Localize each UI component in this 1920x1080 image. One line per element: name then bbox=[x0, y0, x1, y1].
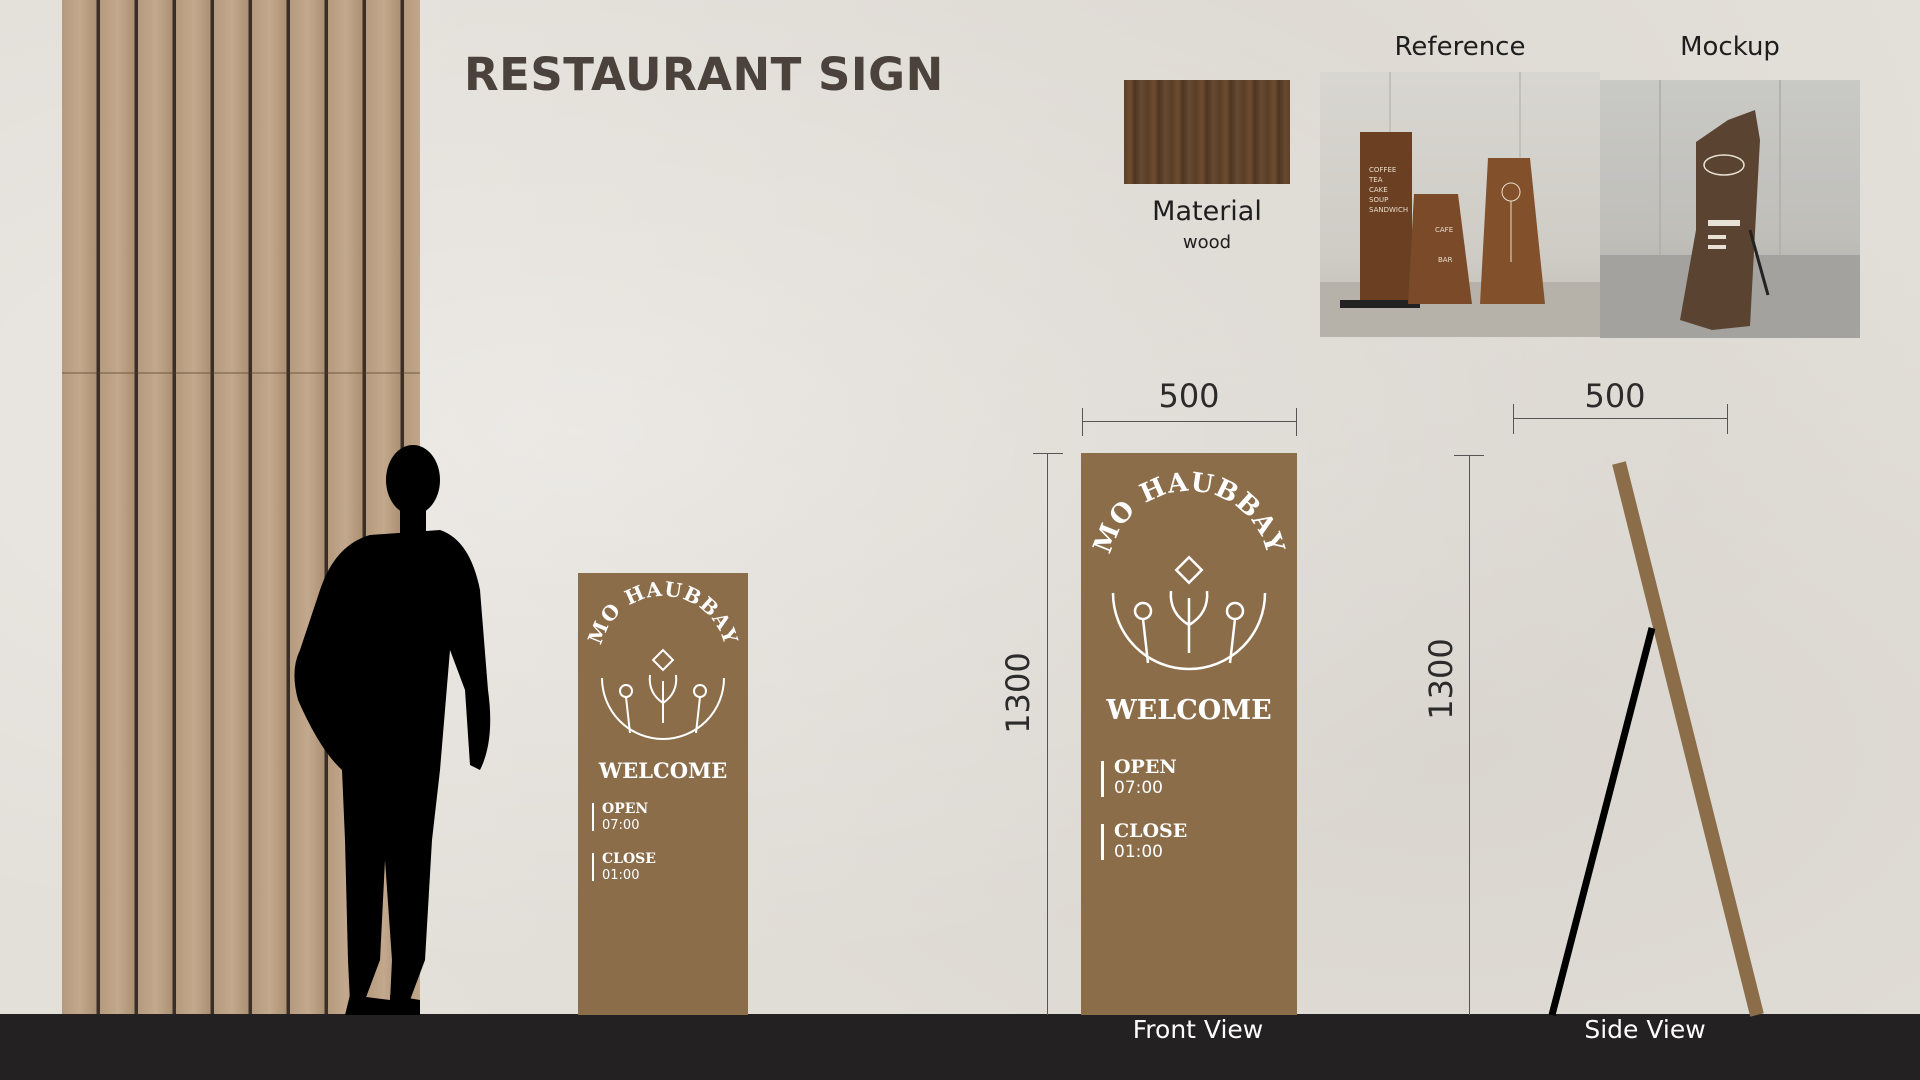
front-sign-logo: MO HAUBBAY bbox=[1088, 467, 1290, 671]
front-height-value: 1300 bbox=[999, 652, 1037, 734]
front-width-line bbox=[1082, 421, 1296, 422]
side-view-drawing bbox=[1548, 461, 1764, 1017]
mockup-title: Mockup bbox=[1680, 32, 1780, 62]
front-sign-brand: MO HAUBBAY bbox=[1088, 467, 1289, 557]
wall-seam bbox=[62, 372, 420, 374]
side-height-tick-top bbox=[1454, 455, 1484, 456]
side-width-line bbox=[1513, 418, 1728, 419]
small-close-time: 01:00 bbox=[602, 868, 640, 883]
side-board bbox=[1612, 461, 1764, 1017]
small-open-bar bbox=[592, 803, 594, 831]
reference-photo-drawing: COFFEE TEA CAKE SOUP SANDWICH CAFE BAR bbox=[1320, 72, 1600, 337]
ref-line-4: SANDWICH bbox=[1369, 206, 1408, 214]
side-view-label: Side View bbox=[1584, 1015, 1706, 1044]
small-open-label: OPEN bbox=[602, 801, 649, 817]
front-sign-welcome: WELCOME bbox=[1106, 695, 1272, 726]
reference-title: Reference bbox=[1394, 32, 1526, 62]
front-open-bar bbox=[1101, 761, 1104, 797]
front-open-label: OPEN bbox=[1114, 756, 1177, 778]
mockup-photo bbox=[1600, 80, 1860, 338]
front-height-line bbox=[1047, 453, 1048, 1015]
side-width-value: 500 bbox=[1584, 377, 1646, 415]
ref-cafe: CAFE bbox=[1435, 226, 1453, 234]
page-title: RESTAURANT SIGN bbox=[464, 48, 944, 101]
side-stand-leg bbox=[1548, 627, 1656, 1016]
small-sign-brand: MO HAUBBAY bbox=[583, 577, 742, 648]
material-subtitle: wood bbox=[1182, 232, 1232, 253]
ref-line-3: SOUP bbox=[1369, 196, 1388, 204]
side-width-tick-right bbox=[1727, 404, 1728, 434]
front-close-label: CLOSE bbox=[1114, 820, 1188, 842]
svg-text:MO HAUBBAY: MO HAUBBAY bbox=[1088, 467, 1290, 557]
front-height-tick-top bbox=[1033, 453, 1063, 454]
front-view-sign: MO HAUBBAY WELCOME OPEN 07:00 CLOSE 01:0… bbox=[1081, 453, 1297, 1015]
small-sign-logo: MO HAUBBAY bbox=[583, 577, 743, 740]
svg-text:MO HAUBBAY: MO HAUBBAY bbox=[583, 577, 743, 648]
side-height-value: 1300 bbox=[1422, 638, 1460, 720]
material-title: Material bbox=[1152, 196, 1262, 227]
floor bbox=[0, 1014, 1920, 1080]
small-open-time: 07:00 bbox=[602, 818, 640, 833]
mockup-photo-drawing bbox=[1600, 80, 1860, 338]
side-height-line bbox=[1469, 455, 1470, 1015]
front-open-time: 07:00 bbox=[1114, 778, 1163, 798]
front-close-time: 01:00 bbox=[1114, 842, 1163, 862]
front-width-value: 500 bbox=[1158, 377, 1220, 415]
small-sign-board: MO HAUBBAY WELCOME OPEN 07:00 CLOSE 01:0… bbox=[578, 573, 748, 1015]
front-view-label: Front View bbox=[1132, 1015, 1264, 1044]
front-width-tick-right bbox=[1296, 408, 1297, 436]
wood-material-swatch bbox=[1124, 80, 1290, 184]
front-width-tick-left bbox=[1082, 408, 1083, 436]
side-width-tick-left bbox=[1513, 404, 1514, 434]
human-silhouette bbox=[294, 445, 491, 1015]
small-close-label: CLOSE bbox=[602, 851, 656, 867]
small-sign-welcome: WELCOME bbox=[598, 758, 728, 783]
reference-photo: COFFEE TEA CAKE SOUP SANDWICH CAFE BAR bbox=[1320, 72, 1600, 337]
ref-line-1: TEA bbox=[1368, 176, 1383, 184]
ref-line-2: CAKE bbox=[1369, 186, 1388, 194]
small-close-bar bbox=[592, 853, 594, 881]
front-close-bar bbox=[1101, 824, 1104, 860]
ref-line-0: COFFEE bbox=[1369, 166, 1396, 174]
ref-bar: BAR bbox=[1438, 256, 1453, 264]
